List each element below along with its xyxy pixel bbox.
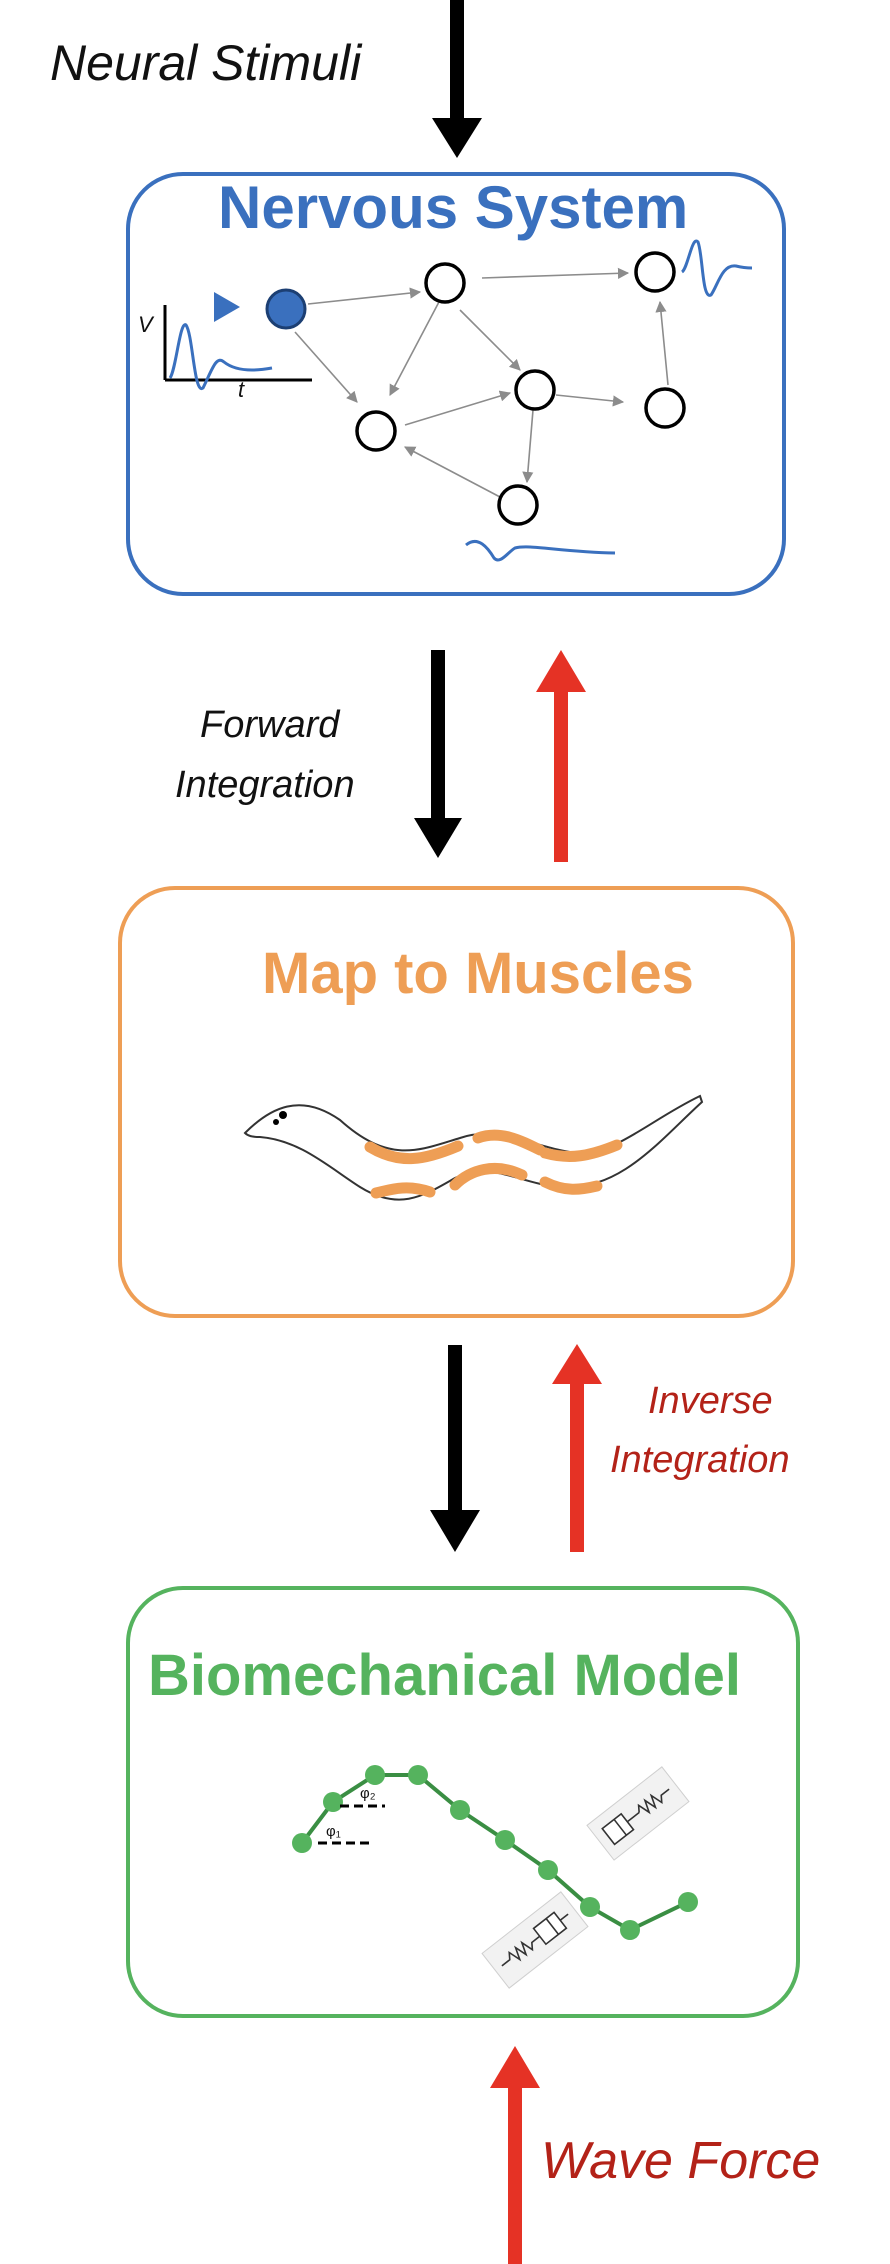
- nervous-system-box: [126, 172, 786, 596]
- nervous-system-title: Nervous System: [218, 174, 688, 241]
- phi1-label: φ₁: [326, 1823, 341, 1840]
- map-to-muscles-title: Map to Muscles: [262, 941, 694, 1006]
- inverse-integration-arrow-bottom: [552, 1344, 602, 1552]
- neuron-node: [514, 369, 556, 411]
- inverse-integration-arrow-top: [536, 650, 586, 862]
- neural-stimuli-label: Neural Stimuli: [50, 35, 363, 91]
- biomechanical-model-box: [126, 1586, 800, 2018]
- inverse-label-line2: Integration: [610, 1439, 790, 1481]
- play-triangle-icon: [214, 292, 240, 322]
- forward-integration-arrow-bottom: [430, 1345, 480, 1552]
- phi2-label: φ₂: [360, 1785, 376, 1802]
- wave-force-label: Wave Force: [541, 2132, 820, 2190]
- neuron-node: [424, 262, 466, 304]
- neuron-node: [634, 251, 676, 293]
- muscle-segments: [364, 1129, 623, 1199]
- forward-label-line2: Integration: [175, 764, 355, 806]
- voltage-spike-line: [168, 323, 273, 390]
- output-spike-trace: [680, 239, 753, 297]
- forward-label-line1: Forward: [200, 704, 341, 746]
- voltage-trace-plot: V t: [138, 305, 312, 402]
- spring-damper-icon: [481, 1891, 589, 1989]
- worm-icon: [243, 1094, 704, 1201]
- network-edges: [294, 267, 669, 498]
- map-to-muscles-box: [118, 886, 795, 1318]
- inverse-label-line1: Inverse: [648, 1380, 773, 1422]
- forward-integration-arrow-top: [414, 650, 462, 858]
- body-chain: φ₁ φ₂: [292, 1765, 698, 1940]
- neuron-nodes: [265, 251, 686, 526]
- neuron-input-active: [265, 288, 307, 330]
- neuron-node: [497, 484, 539, 526]
- output-wave-trace: [465, 539, 616, 562]
- stimulus-arrow: [432, 0, 482, 158]
- wave-force-arrow: [490, 2046, 540, 2264]
- axis-v-label: V: [138, 312, 155, 337]
- neuron-node: [355, 410, 397, 452]
- axis-t-label: t: [238, 377, 245, 402]
- biomechanical-model-title: Biomechanical Model: [148, 1643, 741, 1708]
- neuron-node: [644, 387, 686, 429]
- spring-damper-icon: [586, 1766, 690, 1861]
